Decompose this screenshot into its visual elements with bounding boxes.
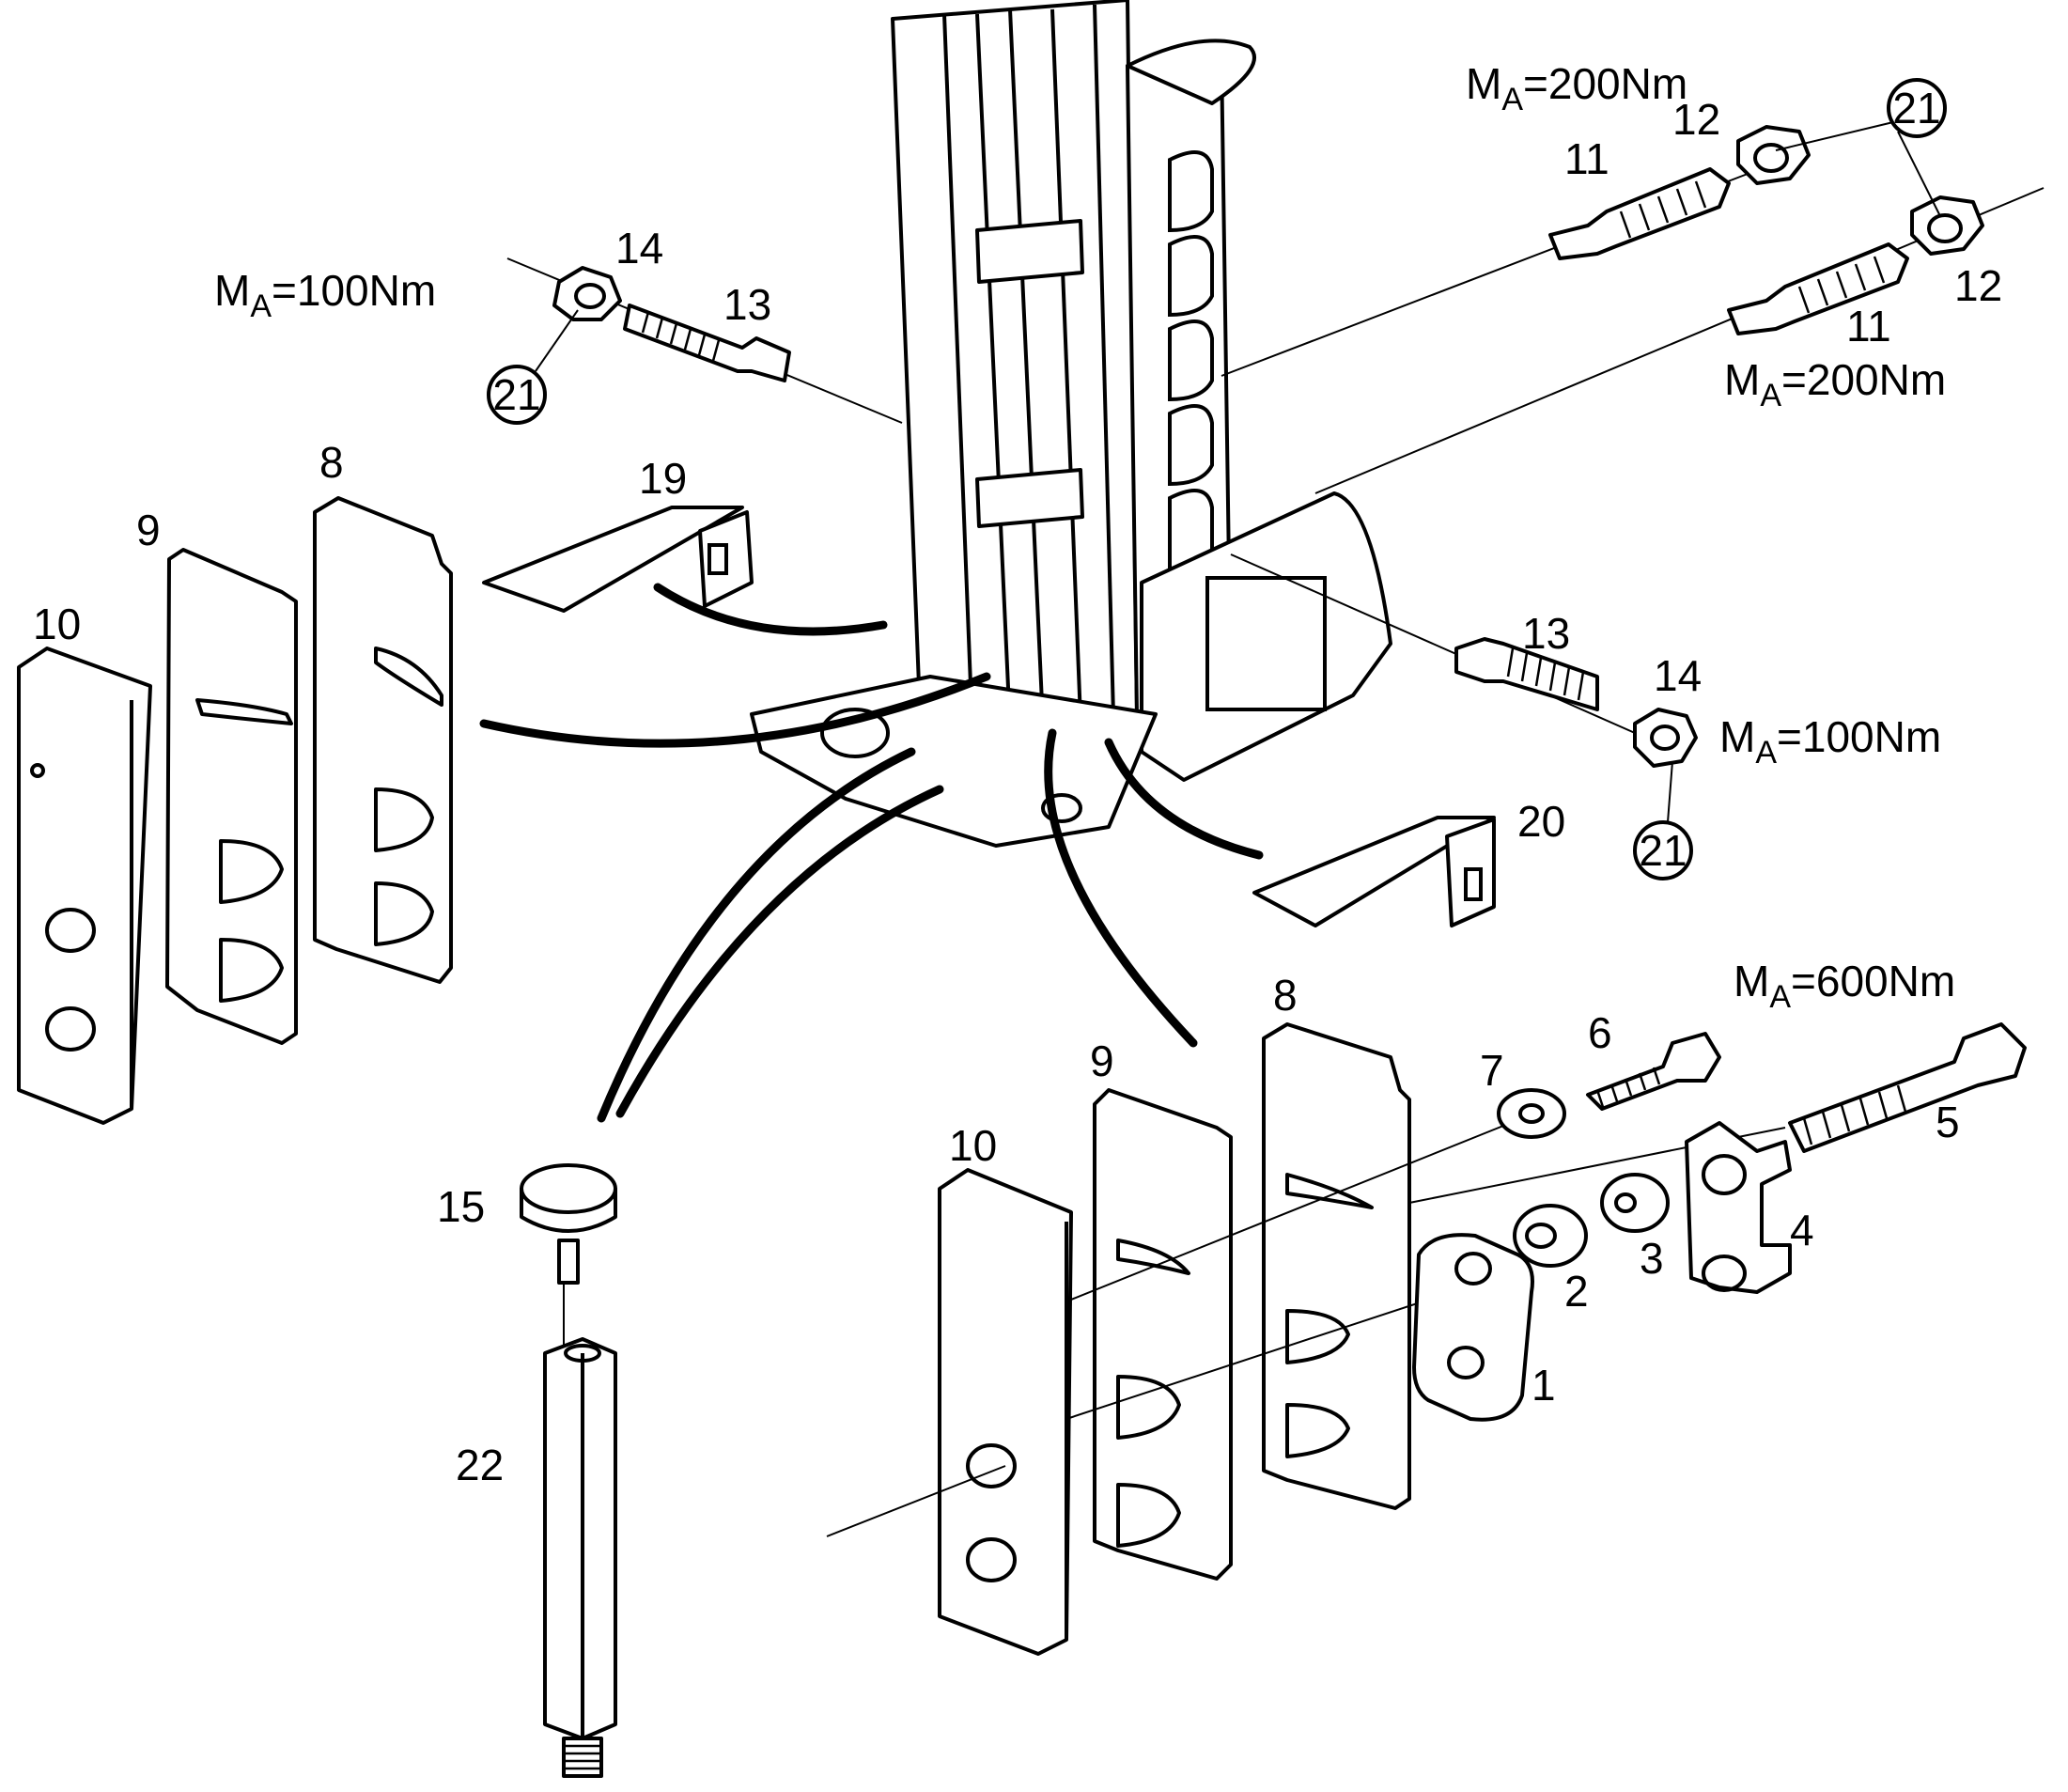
label-part-2: 2: [1564, 1267, 1589, 1316]
torque-600nm: MA=600Nm: [1734, 957, 1955, 1015]
nut-12-upper: [1736, 125, 1811, 185]
callout-21-label-2: 21: [492, 370, 540, 419]
pad-15: [520, 1163, 617, 1285]
plate-1: [1412, 1233, 1534, 1422]
callout-21-upper-right: 21: [1775, 78, 1947, 217]
label-part-10-left: 10: [33, 600, 81, 648]
nut-14-lower: [1633, 708, 1698, 768]
shim-plate-10-right: [938, 1168, 1073, 1656]
screw-6: [1586, 1032, 1721, 1111]
label-part-5: 5: [1936, 1098, 1960, 1146]
label-part-7: 7: [1480, 1046, 1504, 1095]
stud-13-lower: [1454, 637, 1599, 711]
torque-200nm-upper: MA=200Nm: [1466, 59, 1687, 117]
torque-labels: MA=200Nm MA=200Nm MA=100Nm MA=100Nm MA=6…: [214, 59, 1955, 1015]
label-part-6: 6: [1588, 1008, 1612, 1057]
label-part-12-lower: 12: [1954, 261, 2002, 310]
callout-21-upper-left: 21: [487, 309, 579, 425]
clamp-4: [1685, 1121, 1792, 1294]
label-part-12-upper: 12: [1672, 95, 1720, 144]
spacer-22: [543, 1337, 617, 1778]
label-part-13-lower: 13: [1522, 609, 1570, 658]
shim-plate-9-left: [165, 548, 298, 1045]
label-part-14-upper: 14: [615, 224, 663, 273]
label-part-8-right: 8: [1273, 971, 1298, 1020]
callout-21-label-1: 21: [1892, 84, 1940, 132]
label-part-1: 1: [1532, 1361, 1556, 1410]
nut-12-lower: [1910, 195, 1984, 256]
torque-100nm-lower: MA=100Nm: [1719, 712, 1941, 771]
nut-14-upper: [552, 266, 622, 321]
stud-13-upper: [623, 304, 791, 382]
part-labels: 11 12 12 11 14 13 13 14 8 9 10 19 20 8 9…: [33, 95, 2002, 1489]
label-part-8-left: 8: [319, 438, 344, 487]
label-part-13-upper: 13: [723, 280, 771, 329]
label-part-11-lower: 11: [1846, 302, 1891, 351]
bracket-20: [1252, 816, 1496, 927]
washer-3: [1600, 1173, 1670, 1233]
shim-plate-10-left: [17, 647, 152, 1125]
label-part-22: 22: [456, 1441, 504, 1489]
label-part-4: 4: [1790, 1206, 1814, 1254]
mast-frame: [750, 0, 1392, 848]
assembly-arrows: [479, 583, 1264, 1123]
label-part-10-right: 10: [949, 1121, 997, 1170]
shim-plate-8-left: [313, 496, 453, 984]
label-part-19: 19: [639, 454, 687, 503]
label-part-14-lower: 14: [1654, 651, 1702, 700]
stud-11-upper: [1548, 167, 1731, 260]
shim-plate-8-right: [1262, 1022, 1411, 1510]
label-part-9-left: 9: [136, 506, 161, 554]
shim-plate-9-right: [1093, 1088, 1233, 1581]
washer-2: [1513, 1204, 1588, 1268]
label-part-20: 20: [1517, 797, 1565, 846]
label-part-11-upper: 11: [1564, 134, 1609, 183]
bolt-5: [1788, 1022, 2027, 1153]
label-part-3: 3: [1640, 1234, 1664, 1283]
callout-21-middle-right: 21: [1633, 760, 1693, 880]
stud-11-lower: [1727, 242, 1909, 335]
label-part-15: 15: [437, 1182, 485, 1231]
torque-100nm-upper: MA=100Nm: [214, 266, 436, 324]
callout-21-label-3: 21: [1639, 826, 1687, 875]
bracket-19: [482, 506, 754, 613]
label-part-9-right: 9: [1090, 1036, 1114, 1085]
washer-7: [1497, 1088, 1566, 1139]
torque-200nm-lower: MA=200Nm: [1724, 355, 1946, 413]
